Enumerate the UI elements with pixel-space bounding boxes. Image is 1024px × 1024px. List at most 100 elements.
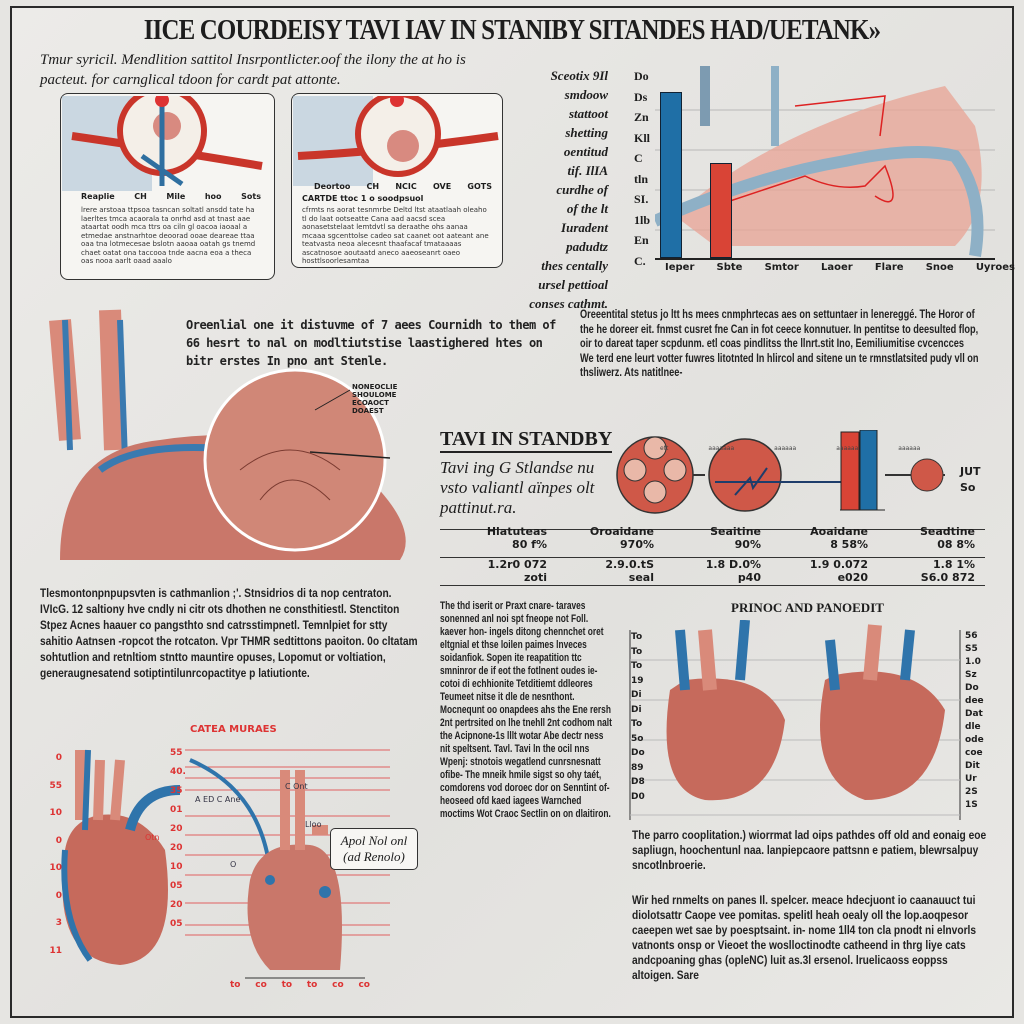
text-item: dee <box>965 696 984 706</box>
text-item: e020 <box>837 571 868 584</box>
text-item: 1S <box>965 800 978 810</box>
text-item: 0 <box>55 835 62 846</box>
text-item: p40 <box>737 571 761 584</box>
x-axis <box>655 258 995 260</box>
callout-box: Apol Nol onl (ad Renolo) <box>330 828 418 870</box>
label: CH <box>134 192 147 201</box>
text-item: 11 <box>49 945 62 956</box>
text-item: 89 <box>631 762 644 773</box>
side-line: tif. IlIA <box>567 163 608 178</box>
y-tick: Kll <box>634 130 651 145</box>
text-item: co <box>255 980 267 990</box>
text-item: Oroaidane <box>589 525 654 538</box>
table-rule <box>440 585 985 586</box>
diagram-label: A ED C Ane <box>195 795 241 804</box>
label: Sots <box>241 192 261 201</box>
tavi-heading: TAVI IN STANDBY <box>440 428 613 453</box>
text-item: dle <box>965 722 981 732</box>
heart-description: Oreenlial one it distuvme of 7 aees Cour… <box>186 318 556 368</box>
text-item: D0 <box>631 791 645 802</box>
text-item: 1.9 0.072 <box>809 558 868 571</box>
label: Deortoo <box>314 182 351 191</box>
y-tick: C. <box>634 253 646 268</box>
text-item: 19 <box>631 675 644 686</box>
text-item: 80 f% <box>512 538 547 551</box>
text-item: 35 <box>170 786 183 796</box>
valve-illustration-2 <box>293 96 499 186</box>
text-item: Dat <box>965 709 983 719</box>
side-line: padudtz <box>566 239 608 254</box>
text-item: D8 <box>631 777 645 787</box>
x-label: Uyroes <box>975 262 1015 273</box>
x-label: Ieper <box>665 262 695 273</box>
text-item: To <box>631 646 643 657</box>
text-item: 08 8% <box>937 538 975 551</box>
chart-bar-red <box>710 163 732 258</box>
text-item: Seadtine <box>920 525 975 538</box>
text-item: 20 <box>170 843 183 853</box>
text-item: 01 <box>170 805 183 815</box>
text-item: 55 <box>170 748 183 758</box>
label: NCIC <box>395 182 417 191</box>
text-item: Hlatuteas <box>486 525 547 538</box>
text-item: 10 <box>170 862 183 872</box>
label: CH <box>366 182 380 191</box>
text-item: Do <box>631 748 645 758</box>
tavi-flow-diagram <box>616 430 945 514</box>
text-item: 90% <box>734 538 761 551</box>
text-item: Sz <box>965 670 977 680</box>
text-item: 56 <box>965 631 978 641</box>
text-item: zoti <box>524 571 547 584</box>
table-cell: 1.8 1%S6.0 872 <box>868 558 975 584</box>
side-line: curdhe of <box>556 182 608 197</box>
text-item: Aoaidane <box>810 525 868 538</box>
text-item: co <box>332 980 344 990</box>
card1-caption: lrere arstoaa ttpsoa tasncan soltatl ans… <box>81 206 256 265</box>
valve-illustration-1 <box>62 96 263 191</box>
diagram-heading: CATEA MURAES <box>190 724 277 735</box>
text-item: 5o <box>631 733 644 744</box>
y-tick: tln <box>634 171 649 186</box>
diagram-label: O <box>230 860 237 869</box>
text-item: 3 <box>55 918 62 928</box>
side-line: shetting <box>565 125 608 140</box>
tavi-section: TAVI IN STANDBY Tavi ing G Stlandse nu v… <box>440 428 990 588</box>
tavi-subtitle: Tavi ing G Stlandse nu vsto valiantl aïn… <box>440 458 595 517</box>
page-title: IICE COURDEISY TAVI IAV IN STANIBY SITAN… <box>143 14 881 46</box>
side-line: smdoow <box>564 87 608 102</box>
y-tick: 1lb <box>634 212 651 227</box>
text-item: 1.8 1% <box>933 558 975 571</box>
text-item: 0 <box>55 890 62 901</box>
end-label: So <box>960 481 976 494</box>
side-line: of the lt <box>566 201 608 216</box>
text-item: Di <box>631 704 642 715</box>
side-line: conses cathmt. <box>529 296 608 311</box>
flow-label: ett <box>660 445 669 452</box>
side-line: Iuradent <box>561 220 608 235</box>
middle-column-text: The thd iserit or Praxt cnare- taraves s… <box>440 600 612 820</box>
text-item: 8 58% <box>830 538 868 551</box>
label: hoo <box>204 192 222 201</box>
text-item: 10 <box>49 863 62 873</box>
diagram-label: C Ont <box>285 782 308 791</box>
text-item: 1.0 <box>965 657 981 667</box>
card2-heading: CARTDE ttoc 1 o soodpsuol <box>302 194 424 203</box>
flow-label: aaaaaa <box>774 445 797 452</box>
text-item: To <box>631 632 643 642</box>
x-label: Sbte <box>716 262 743 273</box>
